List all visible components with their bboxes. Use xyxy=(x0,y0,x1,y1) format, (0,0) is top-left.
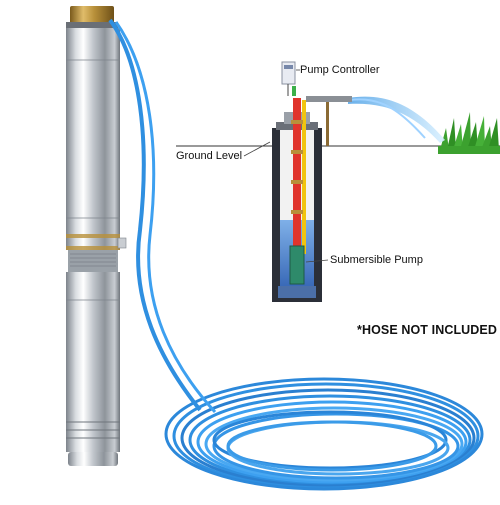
hose-not-included-notice: *HOSE NOT INCLUDED xyxy=(357,323,498,337)
well-diagram xyxy=(176,61,500,302)
diagram-pump xyxy=(289,245,305,285)
diagram-cable xyxy=(302,100,306,254)
water-spray xyxy=(348,96,445,143)
pump-controller-label: Pump Controller xyxy=(300,64,380,76)
pipe-support xyxy=(326,102,329,146)
power-cable xyxy=(108,18,202,412)
cable-coil xyxy=(164,377,484,491)
riser-pipe xyxy=(293,98,301,248)
submersible-pump-label: Submersible Pump xyxy=(330,254,423,266)
grass xyxy=(438,112,500,154)
power-cable-second-strand xyxy=(114,21,217,414)
outlet-pipe xyxy=(306,96,352,102)
ground-level-label: Ground Level xyxy=(176,150,243,162)
submersible-pump-product xyxy=(66,6,120,466)
